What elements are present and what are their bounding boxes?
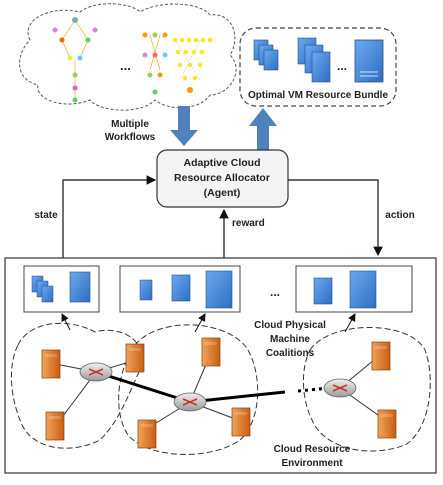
coalitions-line2: Machine bbox=[270, 334, 310, 345]
environment-line2: Environment bbox=[281, 458, 343, 469]
router-icon bbox=[79, 362, 113, 382]
state-arrow bbox=[62, 175, 157, 258]
agent-line2: Resource Allocator bbox=[174, 172, 270, 184]
state-label: state bbox=[34, 210, 58, 221]
environment-frame bbox=[4, 257, 437, 474]
server-icon bbox=[201, 337, 221, 367]
agent-box: Adaptive Cloud Resource Allocator (Agent… bbox=[156, 149, 289, 208]
workflow-graph-middle bbox=[142, 32, 168, 95]
action-arrow bbox=[288, 179, 383, 257]
server-icon bbox=[41, 349, 61, 379]
server-icon bbox=[377, 409, 397, 439]
vm-stack-icon bbox=[253, 39, 279, 71]
server-icon bbox=[45, 411, 65, 441]
coalition-region-3 bbox=[302, 327, 431, 452]
vm-stack-icon bbox=[297, 37, 331, 83]
agent-line3: (Agent) bbox=[204, 187, 241, 199]
server-icon bbox=[125, 343, 145, 373]
ellipsis-workflows: ... bbox=[120, 58, 131, 73]
router-icon bbox=[173, 392, 207, 412]
server-icon bbox=[137, 419, 157, 449]
agent-line1: Adaptive Cloud bbox=[183, 157, 260, 169]
ellipsis-vm: ... bbox=[337, 59, 347, 73]
coalition-region-1 bbox=[10, 322, 143, 449]
router-icon bbox=[323, 378, 357, 398]
environment-line1: Cloud Resource bbox=[274, 444, 351, 455]
action-label: action bbox=[385, 210, 414, 221]
coalitions-line1: Cloud Physical bbox=[254, 320, 326, 331]
coalition-region-2 bbox=[118, 324, 259, 455]
arrow-down-icon bbox=[170, 106, 198, 146]
vm-large-icon bbox=[354, 39, 384, 83]
vm-group-3 bbox=[295, 265, 413, 313]
vm-group-2 bbox=[119, 265, 241, 313]
vm-group-1 bbox=[23, 265, 100, 313]
workflows-label-line2: Workflows bbox=[105, 132, 156, 143]
coalitions-line3: Coalitions bbox=[266, 348, 315, 359]
server-icon bbox=[231, 407, 251, 437]
workflow-graph-right bbox=[172, 37, 213, 93]
vm-bundle-box: ... Optimal VM Resource Bundle bbox=[239, 27, 397, 107]
arrow-up-icon bbox=[249, 108, 277, 150]
reward-label: reward bbox=[232, 218, 265, 229]
workflows-label-line1: Multiple bbox=[111, 119, 149, 130]
workflows-cloud: ... bbox=[19, 3, 237, 111]
ellipsis-groups: ... bbox=[270, 285, 280, 299]
workflow-graph-left bbox=[52, 17, 98, 103]
bundle-label: Optimal VM Resource Bundle bbox=[248, 90, 388, 101]
server-icon bbox=[371, 341, 391, 371]
